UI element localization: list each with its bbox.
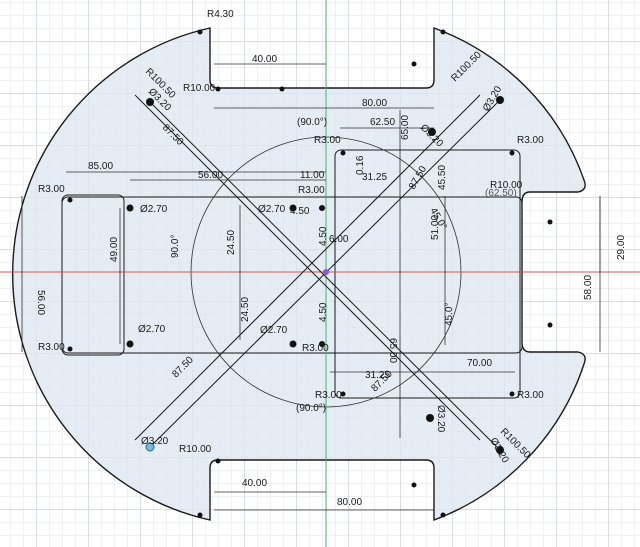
label-45-b: 45.0° (444, 303, 455, 326)
label-40-top: 40.00 (252, 54, 277, 65)
label-r10-a: R10.00 (183, 83, 216, 94)
label-3125-bot: 31.25 (365, 370, 390, 381)
hole-320-b[interactable] (496, 96, 504, 104)
label-hole-270-b: Ø2.70 (258, 204, 286, 215)
slot-hole-tm[interactable] (279, 86, 285, 92)
diagonal-d[interactable] (134, 94, 481, 441)
mount-hole-tr[interactable] (440, 29, 446, 35)
label-r3-c: R3.00 (38, 184, 65, 195)
label-r10-c: R10.00 (179, 444, 212, 455)
label-r3-e: R3.00 (38, 342, 65, 353)
label-56-top: 56.00 (198, 170, 223, 181)
label-65-top: 65.00 (400, 115, 411, 140)
label-hole-270-c: Ø2.70 (138, 324, 166, 335)
label-80-top: 80.00 (362, 98, 387, 109)
label-3125-top: 31.25 (362, 172, 387, 183)
wide-rect[interactable] (61, 196, 523, 354)
corner-hole-rt[interactable] (509, 150, 515, 156)
label-r430: R4.30 (207, 9, 234, 20)
label-56-left: 56.00 (35, 290, 46, 315)
label-hole-270-d: Ø2.70 (260, 325, 288, 336)
label-90-bot: (90.0°) (296, 403, 326, 414)
label-6250: 62.50 (370, 117, 395, 128)
center-hole-bot[interactable] (319, 341, 325, 347)
hole-320-c[interactable] (428, 128, 436, 136)
label-85: 85.00 (88, 161, 113, 172)
label-r3-g: R3.00 (315, 390, 342, 401)
corner-hole-lt[interactable] (67, 197, 73, 203)
label-11: 11.00 (300, 170, 325, 181)
label-2450-a: 24.50 (226, 230, 237, 255)
label-70: 70.00 (467, 358, 492, 369)
label-51: 51.00 (430, 215, 441, 240)
label-r3-h: R3.00 (517, 390, 544, 401)
slot-hole-tl[interactable] (215, 86, 221, 92)
label-r3-a: R3.00 (314, 135, 341, 146)
hole-320-d[interactable] (426, 414, 434, 422)
label-65-bot: 65.00 (387, 338, 398, 363)
label-hole-320-d: Ø3.20 (435, 405, 446, 433)
hole-270-d[interactable] (289, 340, 297, 348)
label-450-c: 4.50 (318, 302, 329, 322)
hole-320-a[interactable] (146, 98, 154, 106)
label-29: 29.00 (616, 235, 627, 260)
hole-270-c[interactable] (289, 204, 297, 212)
label-r3-d: R3.00 (298, 185, 325, 196)
mount-hole-bl[interactable] (197, 512, 203, 518)
origin-point[interactable] (323, 269, 329, 275)
hole-270-b[interactable] (126, 340, 134, 348)
hole-320-e[interactable] (496, 446, 504, 454)
slot-hole-br[interactable] (411, 482, 417, 488)
label-hole-320-f: Ø3.20 (141, 436, 169, 447)
label-r10-b: R10.00 (490, 180, 523, 191)
corner-hole-ct[interactable] (340, 150, 346, 156)
label-r3-f: R3.00 (302, 343, 329, 354)
label-4550: 45.50 (437, 165, 448, 190)
label-6250-ref: (62.50) (485, 188, 517, 199)
corner-hole-lb[interactable] (67, 346, 73, 352)
plate-outline[interactable] (11, 26, 586, 522)
slot-hole-tr[interactable] (411, 61, 417, 67)
mount-hole-rt[interactable] (547, 219, 553, 225)
mount-hole-rb[interactable] (547, 322, 553, 328)
label-90-top: (90.0°) (297, 117, 327, 128)
label-80-bot: 80.00 (337, 497, 362, 508)
hole-270-a[interactable] (126, 204, 134, 212)
label-90-left: 90.0° (170, 235, 181, 258)
mount-hole-br[interactable] (440, 512, 446, 518)
label-600: 6.00 (329, 234, 349, 245)
label-2450-b: 24.50 (240, 297, 251, 322)
center-rect[interactable] (334, 149, 521, 399)
corner-hole-cb[interactable] (340, 391, 346, 397)
label-r3-b: R3.00 (517, 135, 544, 146)
label-49: 49.00 (109, 237, 120, 262)
label-450-b: 4.50 (318, 226, 329, 246)
label-450-a: 4.50 (290, 206, 310, 217)
diagonal-a[interactable] (149, 101, 501, 451)
hole-320-f[interactable] (145, 442, 155, 452)
corner-hole-rb[interactable] (509, 391, 515, 397)
slot-hole-bl[interactable] (215, 458, 221, 464)
label-40-bot: 40.00 (242, 478, 267, 489)
label-016: 0.16 (355, 155, 366, 175)
center-hole-top[interactable] (319, 205, 325, 211)
label-hole-270-a: Ø2.70 (140, 204, 168, 215)
label-58: 58.00 (583, 275, 594, 300)
mount-hole-tl[interactable] (197, 29, 203, 35)
